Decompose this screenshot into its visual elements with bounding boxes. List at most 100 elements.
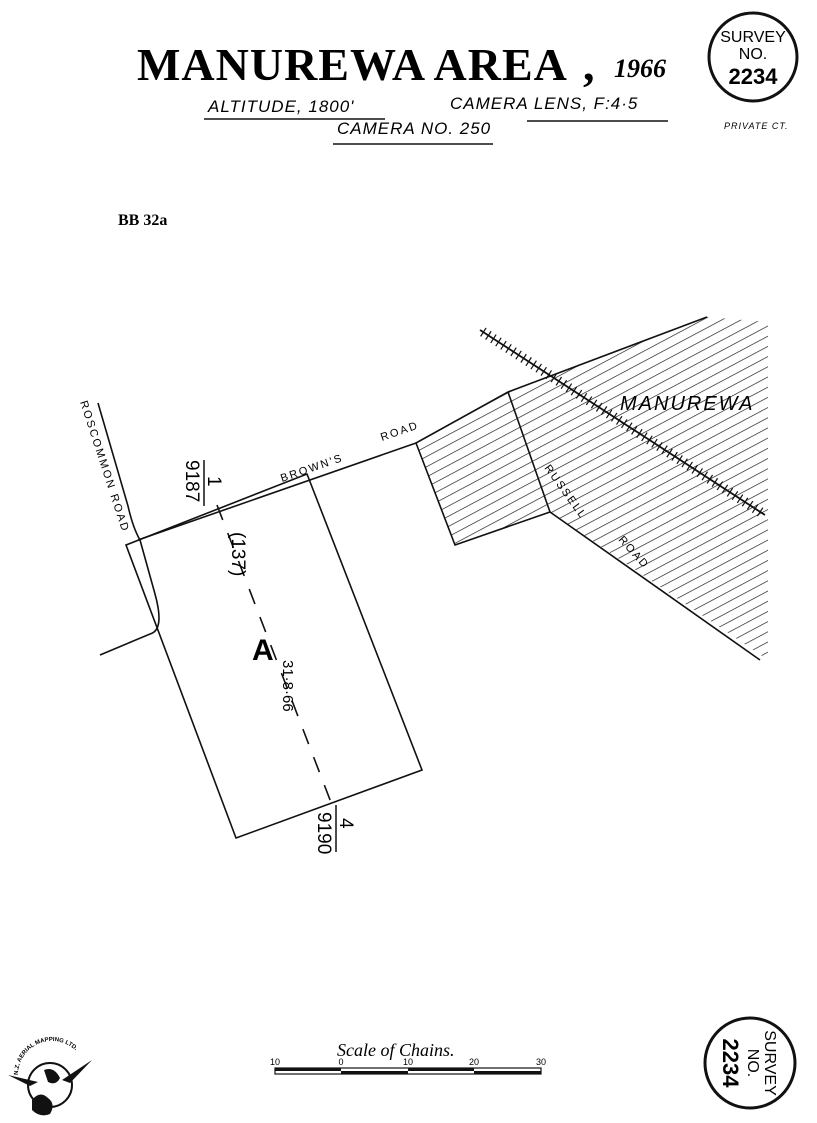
railway-tie: [751, 504, 759, 514]
railway-tie: [691, 464, 698, 474]
railway-tie: [495, 337, 502, 347]
railway-tie: [726, 487, 734, 497]
railway-tie: [731, 490, 739, 501]
scale-seg-3: [474, 1071, 541, 1074]
railway-tie: [746, 500, 754, 510]
railway-tie: [621, 419, 628, 429]
logo-wing-left: [8, 1075, 38, 1086]
flight-end-marker: 9190 4: [313, 805, 356, 854]
railway-tie: [736, 494, 744, 504]
railway-tie: [585, 396, 593, 406]
camera-no-text: CAMERA NO. 250: [337, 119, 491, 138]
flight-run-date: 31·8·66: [279, 660, 296, 712]
map-body: [97, 316, 768, 840]
railway-tie: [666, 448, 673, 458]
railway-tie: [595, 402, 603, 412]
railway-tie: [716, 481, 724, 491]
railway-tie: [646, 435, 653, 445]
survey-stamp-top-line2: NO.: [739, 46, 767, 63]
railway-tie: [706, 474, 714, 484]
railway-tie: [631, 425, 638, 435]
railway-tie: [545, 370, 553, 380]
survey-stamp-bottom: SURVEY NO. 2234: [703, 1016, 797, 1110]
railway-tie: [560, 379, 568, 389]
railway-tie: [485, 330, 492, 340]
logo-land-shape: [32, 1094, 53, 1116]
title-comma: ,: [583, 39, 596, 90]
railway-tie: [616, 415, 623, 425]
railway-tie: [580, 392, 588, 403]
railway-tie: [656, 441, 663, 452]
railway-tie: [741, 497, 749, 507]
railway-tie: [480, 327, 487, 337]
scale-tick-1: 0: [338, 1057, 343, 1067]
page-title: MANUREWA AREA: [137, 39, 568, 90]
railway-tie: [600, 406, 608, 416]
railway-line: [479, 329, 766, 516]
aerial-mapping-logo: N.Z. AERIAL MAPPING LTD.: [8, 1037, 92, 1116]
private-ct-text: PRIVATE CT.: [724, 121, 789, 131]
scale-title: Scale of Chains.: [337, 1040, 455, 1060]
railway-tie: [676, 455, 683, 465]
scale-tick-4: 30: [536, 1057, 546, 1067]
railway-tie: [696, 468, 703, 478]
railway-tie: [565, 383, 573, 393]
camera-lens-text: CAMERA LENS, F:4·5: [450, 94, 638, 113]
railway-tie: [530, 360, 537, 370]
scale-tick-3: 20: [469, 1057, 479, 1067]
russell-road-edge: [549, 511, 761, 661]
railway-tie: [651, 438, 658, 448]
town-label: MANUREWA: [620, 393, 755, 415]
photo-coverage-frame: [124, 472, 424, 840]
railway-tie: [610, 412, 618, 422]
railway-ticks: [480, 327, 764, 517]
scale-bar: Scale of Chains. 10 0 10 20 30: [270, 1040, 546, 1075]
scale-seg-2: [408, 1068, 474, 1071]
railway-tie: [641, 432, 648, 442]
railway-tie: [686, 461, 693, 471]
browns-road-suffix-label: ROAD: [379, 420, 421, 444]
railway-tie: [515, 350, 522, 360]
railway-tie: [535, 363, 542, 373]
scale-tick-2: 10: [403, 1057, 413, 1067]
railway-tie: [510, 347, 517, 357]
railway-tie: [711, 477, 719, 487]
railway-tie: [661, 445, 668, 455]
railway-tie: [520, 353, 527, 363]
scale-seg-1: [341, 1071, 408, 1074]
railway-tie: [636, 428, 643, 438]
railway-tie: [671, 451, 678, 461]
railway-tie: [555, 376, 563, 386]
railway-tie: [575, 389, 583, 399]
railway-tie: [721, 484, 729, 494]
altitude-text: ALTITUDE, 1800': [207, 97, 354, 116]
railway-tie: [540, 366, 547, 376]
scale-seg-neg: [275, 1068, 341, 1071]
survey-stamp-top-number: 2234: [729, 64, 779, 89]
railway-tie: [701, 471, 709, 481]
survey-stamp-bottom-number: 2234: [718, 1039, 743, 1089]
railway-tie: [590, 399, 598, 409]
flight-start-run: 1: [203, 476, 224, 487]
title-year: 1966: [614, 54, 666, 83]
flight-run-mark: (137): [227, 532, 248, 576]
railway-tie: [505, 343, 512, 354]
flight-run-letter: A: [252, 634, 274, 667]
roscommon-road-label: ROSCOMMON ROAD: [77, 399, 131, 534]
flight-start-marker: 9187 1: [181, 460, 224, 506]
survey-stamp-top-line1: SURVEY: [720, 29, 786, 46]
railway-tie: [570, 386, 578, 396]
survey-stamp-top: SURVEY NO. 2234: [707, 11, 799, 103]
railway-tie: [681, 458, 688, 468]
logo-land-shape-2: [44, 1069, 60, 1084]
railway-tie: [626, 422, 633, 432]
built-up-boundary: [415, 391, 552, 547]
railway-tie: [756, 507, 764, 517]
plate-label: BB 32a: [118, 212, 167, 229]
flight-end-run: 4: [335, 818, 356, 829]
logo-wing-right: [62, 1060, 92, 1083]
railway-tie: [525, 357, 532, 367]
flight-start-photo: 9187: [181, 460, 202, 502]
railway-tie: [490, 334, 497, 344]
